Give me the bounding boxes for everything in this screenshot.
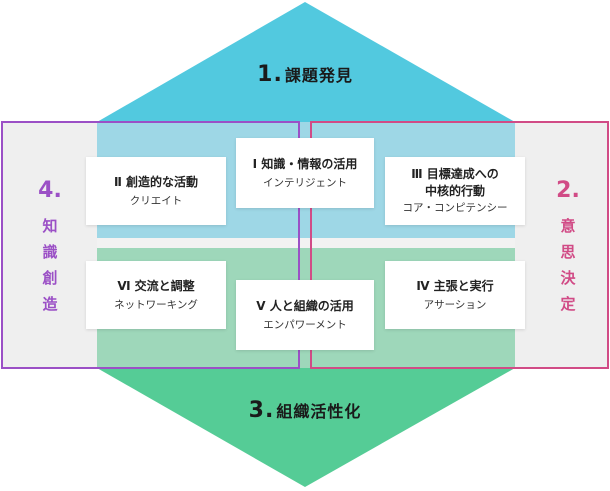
card-core-competency: Ⅲ 目標達成への 中核的行動 コア・コンピテンシー xyxy=(385,157,525,225)
bottom-title-text: 組織活性化 xyxy=(276,402,362,421)
left-title-number: 4. xyxy=(38,178,62,203)
left-title-char: 識 xyxy=(42,243,58,261)
separator xyxy=(97,238,515,248)
right-panel-fill xyxy=(515,122,608,368)
card-subtitle: クリエイト xyxy=(129,194,183,207)
card-empowerment: Ⅴ 人と組織の活用 エンパワーメント xyxy=(236,280,374,350)
left-title-char: 造 xyxy=(42,295,58,313)
card-subtitle: インテリジェント xyxy=(263,176,347,189)
right-title: 2. 意 思 決 定 xyxy=(548,178,588,317)
right-title-char: 定 xyxy=(560,295,576,313)
card-title: Ⅵ 交流と調整 xyxy=(117,278,195,293)
left-title-char: 創 xyxy=(42,269,58,287)
card-title: Ⅰ 知識・情報の活用 xyxy=(252,156,358,171)
card-assertion: Ⅳ 主張と実行 アサーション xyxy=(385,261,525,329)
left-title-char: 知 xyxy=(42,217,58,235)
card-intelligent: Ⅰ 知識・情報の活用 インテリジェント xyxy=(236,138,374,208)
right-title-number: 2. xyxy=(556,178,580,203)
card-subtitle: アサーション xyxy=(423,298,487,311)
bottom-title: 3.組織活性化 xyxy=(0,398,610,423)
left-panel-fill xyxy=(2,122,97,368)
card-title: Ⅴ 人と組織の活用 xyxy=(256,298,354,313)
top-title: 1.課題発見 xyxy=(0,62,610,87)
card-title: Ⅱ 創造的な活動 xyxy=(113,174,199,189)
purple-frame xyxy=(1,121,300,369)
right-title-char: 決 xyxy=(560,269,576,287)
top-title-number: 1. xyxy=(257,62,283,87)
card-title-line2: 中核的行動 xyxy=(424,184,485,198)
card-subtitle: エンパワーメント xyxy=(263,318,347,331)
card-networking: Ⅵ 交流と調整 ネットワーキング xyxy=(86,261,226,329)
right-title-char: 思 xyxy=(560,243,576,261)
pink-frame xyxy=(310,121,609,369)
bottom-title-number: 3. xyxy=(248,398,275,423)
card-subtitle: ネットワーキング xyxy=(114,298,198,311)
right-title-char: 意 xyxy=(560,217,576,235)
card-title-line1: Ⅲ 目標達成への xyxy=(411,167,499,181)
card-create: Ⅱ 創造的な活動 クリエイト xyxy=(86,157,226,225)
card-title: Ⅳ 主張と実行 xyxy=(416,278,494,293)
left-title: 4. 知 識 創 造 xyxy=(30,178,70,317)
top-title-text: 課題発見 xyxy=(284,66,353,85)
card-subtitle: コア・コンピテンシー xyxy=(402,202,508,214)
